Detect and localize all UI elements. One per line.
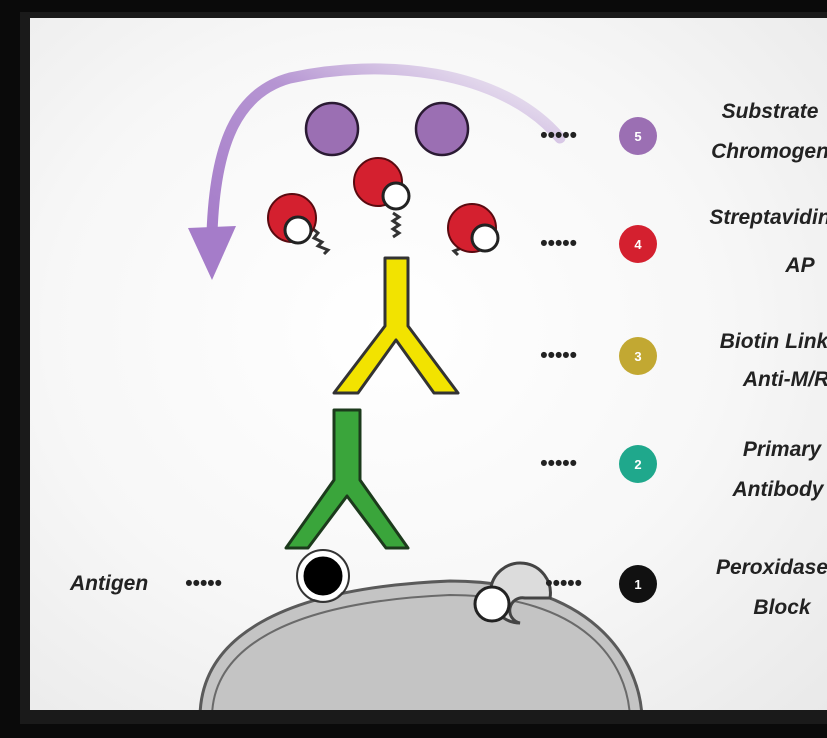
streptavidin-ap-left <box>267 193 318 245</box>
diagram-panel: ••••• ••••• ••••• ••••• ••••• ••••• 5 4 … <box>30 18 827 710</box>
step5-badge: 5 <box>619 117 657 155</box>
streptavidin-ap-center <box>353 157 411 211</box>
svg-text:1: 1 <box>634 577 641 592</box>
substrate-chromogen-right <box>414 101 470 157</box>
connector-step4: ••••• <box>540 232 577 255</box>
connector-step3: ••••• <box>540 344 577 367</box>
connector-step5: ••••• <box>540 124 577 147</box>
antigen-label: Antigen <box>69 572 148 595</box>
step2-label-line1: Primary <box>743 438 823 461</box>
step1-label-line1: Peroxidase <box>716 556 827 579</box>
svg-text:5: 5 <box>634 129 641 144</box>
substrate-chromogen-left <box>304 101 360 157</box>
svg-text:3: 3 <box>634 349 641 364</box>
step3-label-line1: Biotin Link <box>720 330 827 353</box>
step3-badge: 3 <box>619 337 657 375</box>
connector-step2: ••••• <box>540 452 577 475</box>
reaction-arrowhead <box>188 226 236 280</box>
step4-label-line2: AP <box>784 254 815 277</box>
connector-antigen: ••••• <box>185 572 222 595</box>
step2-badge: 2 <box>619 445 657 483</box>
step4-label-line1: Streptavidin <box>709 206 827 229</box>
svg-text:2: 2 <box>634 457 641 472</box>
reaction-arrow <box>206 63 566 239</box>
svg-text:4: 4 <box>634 237 642 252</box>
step1-badge: 1 <box>619 565 657 603</box>
peroxidase-block <box>473 585 511 623</box>
cell-membrane <box>198 579 643 710</box>
step2-label-line2: Antibody <box>732 478 825 501</box>
biotin-linker-center <box>390 211 402 239</box>
biotin-linker-left <box>311 226 331 256</box>
step3-label-line2: Anti-M/R <box>742 368 827 391</box>
primary-antibody <box>284 408 410 550</box>
cell-inner-membrane <box>211 593 631 710</box>
step1-label-line2: Block <box>753 596 812 619</box>
connector-step1: ••••• <box>545 572 582 595</box>
streptavidin-ap-right <box>447 203 500 253</box>
step5-label-line2: Chromogen <box>711 140 827 163</box>
antigen <box>298 551 348 601</box>
biotin-link-antibody <box>332 256 460 395</box>
step4-badge: 4 <box>619 225 657 263</box>
step5-label-line1: Substrate <box>722 100 819 123</box>
ihc-staining-diagram: ••••• ••••• ••••• ••••• ••••• ••••• 5 4 … <box>69 63 827 710</box>
